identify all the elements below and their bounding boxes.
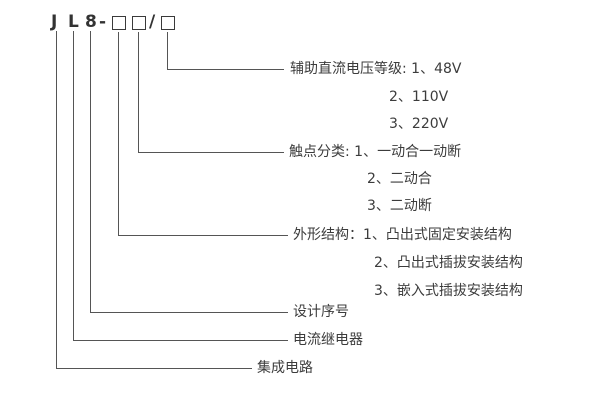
label-aux-voltage-opt2: 2、110V: [389, 89, 449, 105]
label-aux-voltage-title: 辅助直流电压等级: 1、48V: [290, 61, 462, 77]
connector-contact-type: [138, 32, 284, 153]
connector-aux-voltage: [167, 32, 284, 70]
model-char-j: J: [51, 12, 58, 32]
model-box-contact: [132, 16, 146, 30]
label-shape-structure-title: 外形结构：1、凸出式固定安装结构: [293, 227, 512, 243]
connector-current-relay: [73, 31, 288, 341]
model-box-voltage: [161, 16, 175, 30]
connector-integrated-circuit: [56, 31, 252, 369]
label-aux-voltage-opt3: 3、220V: [389, 116, 449, 132]
connector-design-serial: [90, 31, 288, 313]
label-shape-structure-opt3: 3、嵌入式插拔安装结构: [374, 283, 523, 299]
connector-shape-structure: [118, 32, 288, 236]
model-char-8: 8: [85, 12, 97, 32]
label-contact-type-opt3: 3、二动断: [367, 198, 432, 214]
label-contact-type-title: 触点分类: 1、一动合一动断: [289, 144, 462, 160]
label-current-relay: 电流继电器: [293, 332, 363, 348]
model-box-structure: [112, 16, 126, 30]
label-shape-structure-opt2: 2、凸出式插拔安装结构: [374, 255, 523, 271]
label-integrated-circuit: 集成电路: [257, 360, 313, 376]
label-contact-type-opt2: 2、二动合: [367, 171, 432, 187]
label-design-serial: 设计序号: [293, 304, 349, 320]
model-slash: /: [149, 12, 156, 32]
model-char-l: L: [68, 12, 79, 32]
model-dash: -: [99, 12, 107, 32]
